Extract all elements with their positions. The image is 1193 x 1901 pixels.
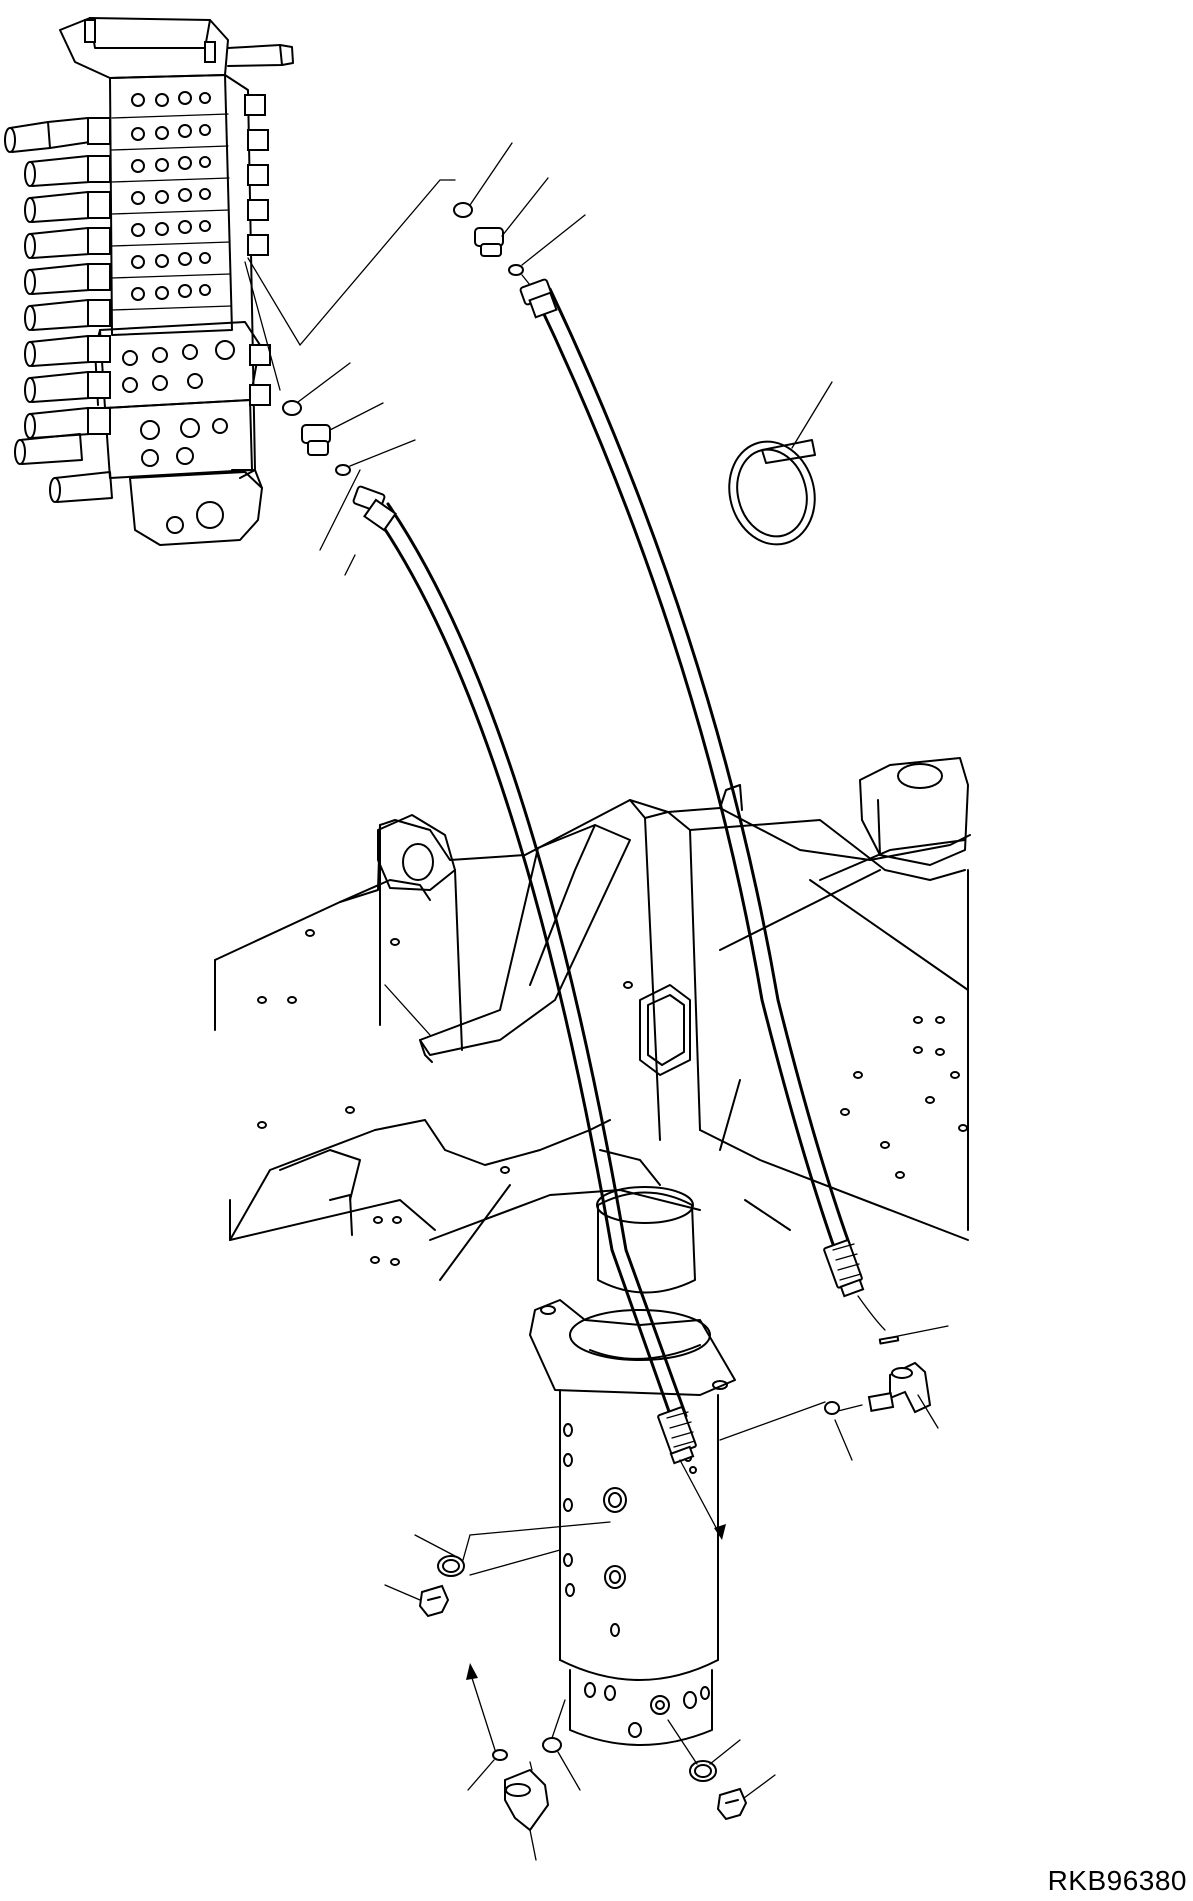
plug-right-set [667,1719,776,1821]
adapter-2 [301,424,331,456]
o-ring-5 [824,1401,840,1415]
hose-2 [519,278,886,1331]
adapter-1 [474,227,504,257]
right-side-ports [244,94,271,406]
hose-guide [384,824,631,1063]
elbow-fitting-lower-left [466,1663,581,1861]
plug-left-set [384,1521,611,1618]
upper-left-fittings [282,362,416,476]
o-ring-4 [335,464,351,476]
hose-2-lower-fitting [823,1239,865,1298]
elbow-fitting-right [719,1325,949,1461]
swivel-joint [529,1186,736,1746]
valve-section-lines [111,91,232,311]
o-ring-6 [492,1749,508,1761]
o-ring-7 [542,1737,562,1753]
hose-1-upper-fitting [352,485,397,532]
o-ring-3 [282,400,302,416]
upper-right-fittings [453,142,586,286]
hose-2-upper-fitting [519,278,558,319]
o-ring-1 [453,202,473,218]
left-spool-ends [4,117,113,503]
swivel-ports [563,1423,697,1637]
hose-1 [319,469,726,1540]
hose-clamp [728,381,833,546]
control-valve-assembly [4,17,456,546]
frame-bolt-holes [257,929,968,1266]
drawing-number: RKB96380 [1047,1865,1187,1896]
hose-1-lower-fitting [657,1406,697,1465]
revolving-frame [214,757,971,1281]
o-ring-2 [508,264,524,276]
